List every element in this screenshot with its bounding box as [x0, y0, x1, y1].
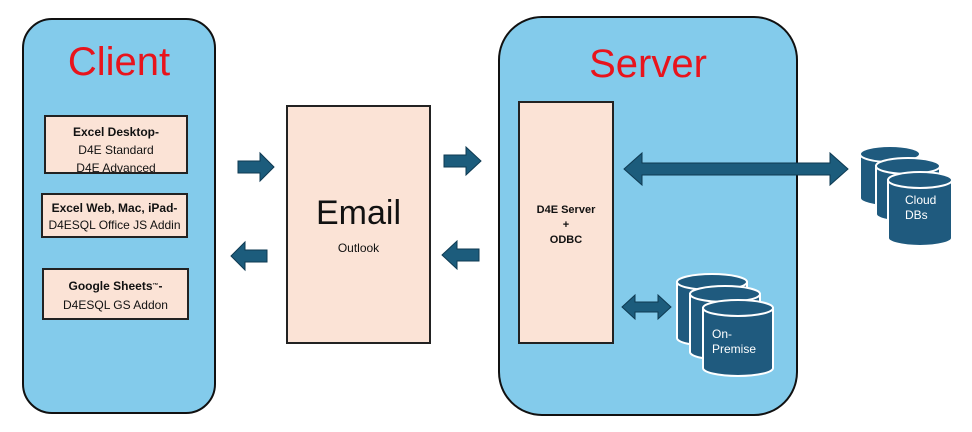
excel-web-line1: D4ESQL Office JS Addin: [48, 218, 181, 232]
google-sheets-dash: -: [158, 279, 163, 293]
server-title: Server: [589, 42, 707, 86]
onprem-db-cylinder-3-icon: [702, 299, 774, 377]
server-box-line1: D4E Server: [536, 204, 596, 216]
onprem-label-line1: On-: [712, 327, 733, 341]
google-sheets-line1: D4ESQL GS Addon: [63, 298, 168, 312]
server-onprem-double-arrow: [621, 293, 672, 321]
client-title: Client: [67, 40, 171, 84]
excel-desktop-line1: D4E Standard: [78, 143, 154, 157]
google-sheets-box: Google Sheets™- D4ESQL GS Addon: [42, 268, 189, 320]
cloud-db-stack: [859, 145, 953, 247]
cloud-db-cylinder-3-icon: [887, 171, 953, 247]
trademark-mark: ™: [152, 283, 159, 289]
email-title: Email: [315, 194, 402, 232]
server-box-line3: ODBC: [549, 234, 583, 246]
server-box-line2: +: [562, 219, 570, 231]
server-cloud-double-arrow: [623, 151, 849, 187]
d4e-server-text: D4E Server + ODBC: [520, 203, 612, 248]
email-subtitle: Outlook: [337, 241, 380, 255]
client-to-email-arrow: [237, 151, 275, 183]
email-box: Email Outlook: [286, 105, 431, 344]
google-sheets-title: Google Sheets: [68, 279, 153, 293]
server-to-email-arrow: [441, 239, 480, 271]
d4e-server-box: D4E Server + ODBC: [518, 101, 614, 344]
onprem-db-stack: [676, 273, 774, 377]
excel-desktop-box: Excel Desktop- D4E Standard D4E Advanced: [44, 115, 188, 175]
cloud-dbs-label: Cloud DBs: [905, 193, 936, 223]
cloud-label-line2: DBs: [905, 208, 928, 222]
excel-desktop-line2: D4E Advanced: [76, 161, 156, 175]
excel-web-box: Excel Web, Mac, iPad- D4ESQL Office JS A…: [41, 193, 188, 238]
excel-desktop-title: Excel Desktop-: [72, 125, 160, 139]
email-to-server-arrow: [443, 145, 482, 177]
cloud-label-line1: Cloud: [905, 193, 937, 207]
onprem-label-line2: Premise: [712, 342, 757, 356]
excel-web-title: Excel Web, Mac, iPad-: [51, 201, 178, 215]
email-to-client-arrow: [230, 240, 268, 272]
google-sheets-title-row: Google Sheets™-: [44, 277, 187, 296]
on-premise-label: On- Premise: [712, 327, 756, 357]
